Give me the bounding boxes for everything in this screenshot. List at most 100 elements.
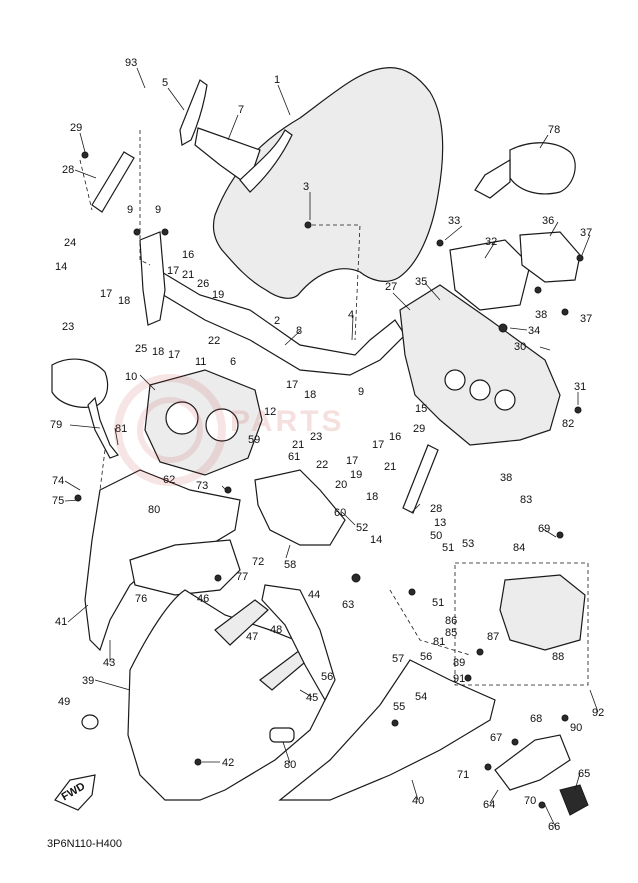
callout-number: 16 bbox=[182, 249, 194, 261]
callout-number: 19 bbox=[350, 469, 362, 481]
callout-number: 86 bbox=[445, 615, 457, 627]
callout-number: 5 bbox=[162, 77, 168, 89]
fwd-arrow-icon: FWD bbox=[54, 774, 96, 811]
dashed-guide-4 bbox=[99, 449, 106, 491]
lower-bracket bbox=[499, 574, 586, 651]
side-cowl-panel-72 bbox=[129, 539, 241, 596]
shield-mount-arm bbox=[239, 129, 293, 193]
stay-hole-1 bbox=[444, 369, 466, 391]
callout-number: 28 bbox=[62, 164, 74, 176]
dashed-guide-5 bbox=[389, 589, 471, 656]
callout-number: 21 bbox=[182, 269, 194, 281]
callout-number: 26 bbox=[197, 278, 209, 290]
callout-number: 82 bbox=[562, 418, 574, 430]
callout-number: 72 bbox=[252, 556, 264, 568]
callout-number: 13 bbox=[434, 517, 446, 529]
callout-number: 9 bbox=[155, 204, 161, 216]
callout-number: 49 bbox=[58, 696, 70, 708]
callout-number: 73 bbox=[196, 480, 208, 492]
callout-number: 52 bbox=[356, 522, 368, 534]
trim-strip-left bbox=[91, 151, 135, 213]
stay-frame-left bbox=[139, 231, 166, 326]
callout-number: 28 bbox=[430, 503, 442, 515]
instrument-cluster bbox=[144, 369, 263, 476]
dashed-box-84 bbox=[454, 562, 589, 686]
bracket-arm-64 bbox=[494, 734, 571, 791]
callout-number: 78 bbox=[548, 124, 560, 136]
callout-number: 87 bbox=[487, 631, 499, 643]
callout-number: 18 bbox=[152, 346, 164, 358]
callout-number: 4 bbox=[348, 309, 354, 321]
under-cowl bbox=[278, 659, 496, 801]
mirror-left-stem bbox=[87, 396, 119, 459]
gauge-right bbox=[205, 408, 239, 442]
fasteners bbox=[74, 151, 584, 809]
dashed-guide-1 bbox=[139, 130, 151, 266]
callout-number: 88 bbox=[552, 651, 564, 663]
callout-number: 18 bbox=[366, 491, 378, 503]
cowl-intake-46 bbox=[214, 599, 269, 646]
callout-number: 65 bbox=[578, 768, 590, 780]
callout-number: 85 bbox=[445, 627, 457, 639]
callout-number: 70 bbox=[524, 795, 536, 807]
callout-number: 45 bbox=[306, 692, 318, 704]
callout-number: 84 bbox=[513, 542, 525, 554]
callout-number: 9 bbox=[358, 386, 364, 398]
callout-number: 34 bbox=[528, 325, 540, 337]
callout-number: 3 bbox=[303, 181, 309, 193]
callout-number: 23 bbox=[62, 321, 74, 333]
callout-number: 50 bbox=[430, 530, 442, 542]
callout-number: 47 bbox=[246, 631, 258, 643]
callout-number: 36 bbox=[542, 215, 554, 227]
callout-number: 51 bbox=[432, 597, 444, 609]
callout-number: 90 bbox=[570, 722, 582, 734]
callout-number: 62 bbox=[163, 474, 175, 486]
callout-number: 92 bbox=[592, 707, 604, 719]
callout-number: 58 bbox=[284, 559, 296, 571]
stay-hole-2 bbox=[469, 379, 491, 401]
callout-number: 29 bbox=[413, 423, 425, 435]
callout-number: 29 bbox=[70, 122, 82, 134]
callout-number: 76 bbox=[135, 593, 147, 605]
callout-number: 17 bbox=[346, 455, 358, 467]
callout-number: 66 bbox=[548, 821, 560, 833]
callout-number: 75 bbox=[52, 495, 64, 507]
callout-number: 23 bbox=[310, 431, 322, 443]
callout-number: 31 bbox=[574, 381, 586, 393]
callout-number: 40 bbox=[412, 795, 424, 807]
callout-number: 14 bbox=[370, 534, 382, 546]
callout-number: 7 bbox=[238, 104, 244, 116]
callout-number: 43 bbox=[103, 657, 115, 669]
cowl-trim-44 bbox=[261, 584, 336, 702]
callout-number: 9 bbox=[127, 204, 133, 216]
callout-number: 20 bbox=[335, 479, 347, 491]
trim-strip-right bbox=[402, 444, 439, 514]
callout-number: 17 bbox=[167, 265, 179, 277]
leader-lines bbox=[64, 67, 599, 827]
shield-mount bbox=[194, 127, 261, 186]
dashed-guide-3 bbox=[79, 159, 93, 211]
upper-cowl bbox=[127, 589, 331, 801]
callout-number: 2 bbox=[274, 315, 280, 327]
callout-number: 32 bbox=[485, 236, 497, 248]
grommet-49 bbox=[81, 714, 99, 730]
callout-number: 67 bbox=[490, 732, 502, 744]
callout-number: 21 bbox=[292, 439, 304, 451]
callout-number: 38 bbox=[500, 472, 512, 484]
callout-number: 57 bbox=[392, 653, 404, 665]
inner-panel bbox=[254, 469, 346, 546]
callout-number: 1 bbox=[274, 74, 280, 86]
callout-number: 80 bbox=[284, 759, 296, 771]
callout-number: 54 bbox=[415, 691, 427, 703]
callout-number: 24 bbox=[64, 237, 76, 249]
callout-number: 80 bbox=[148, 504, 160, 516]
callout-number: 48 bbox=[270, 624, 282, 636]
callout-number: 22 bbox=[316, 459, 328, 471]
callout-number: 17 bbox=[286, 379, 298, 391]
callout-number: 77 bbox=[236, 571, 248, 583]
callout-number: 81 bbox=[115, 423, 127, 435]
pad-80 bbox=[269, 727, 295, 743]
callout-number: 17 bbox=[372, 439, 384, 451]
windshield bbox=[212, 67, 444, 299]
